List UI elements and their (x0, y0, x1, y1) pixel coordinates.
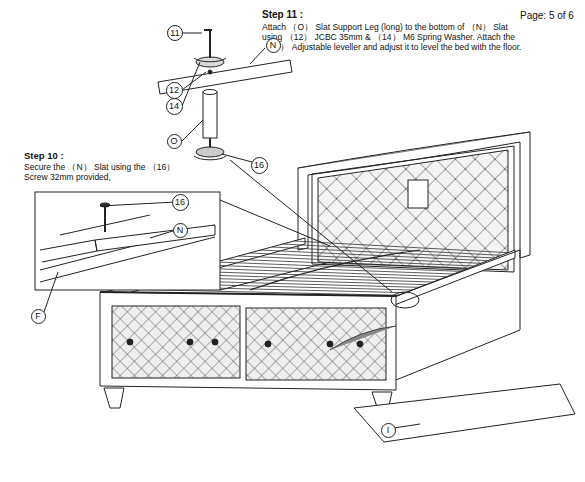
callout-number: 14 (169, 102, 179, 111)
callout-number: O (170, 137, 177, 146)
callout-circle: 14 (166, 98, 183, 115)
step-text: Secure the （N） Slat using the （16） Screw… (24, 162, 189, 182)
callout-circle: 16 (172, 194, 189, 211)
label-text: Step 11 : (262, 9, 303, 20)
callout-circle: N (173, 223, 188, 238)
callout-number: N (177, 226, 184, 235)
label-text: Step 10 : (24, 150, 64, 161)
callout-number: 12 (169, 86, 179, 95)
callout-number: 16 (254, 161, 264, 170)
callout-number: N (270, 41, 277, 50)
slat (294, 241, 508, 253)
callout-circle: O (167, 134, 182, 149)
callout-number: 11 (170, 29, 179, 38)
bed (35, 30, 575, 442)
callout-circle: 16 (251, 157, 268, 174)
slat (272, 247, 495, 258)
callout-number: 16 (175, 198, 185, 207)
callout-number: I (387, 426, 390, 435)
step-heading: Step 11 : (262, 9, 382, 21)
slat (261, 250, 488, 261)
callout-circle: 12 (166, 82, 183, 99)
callout-circle: F (31, 309, 46, 324)
step-text: Attach （O） Slat Support Leg (long) to th… (262, 22, 530, 53)
label-text: Secure the （N） Slat using the （16） Screw… (24, 162, 175, 182)
page-number: Page: 5 of 6 (520, 10, 585, 22)
label-text: Attach （O） Slat Support Leg (long) to th… (262, 22, 521, 52)
callout-number: F (35, 312, 41, 321)
callout-circle: I (381, 423, 396, 438)
step-heading: Step 10 : (24, 150, 144, 161)
label-text: Page: 5 of 6 (520, 10, 574, 21)
callout-circle: 11 (167, 25, 183, 41)
callout-circle: N (266, 38, 281, 53)
